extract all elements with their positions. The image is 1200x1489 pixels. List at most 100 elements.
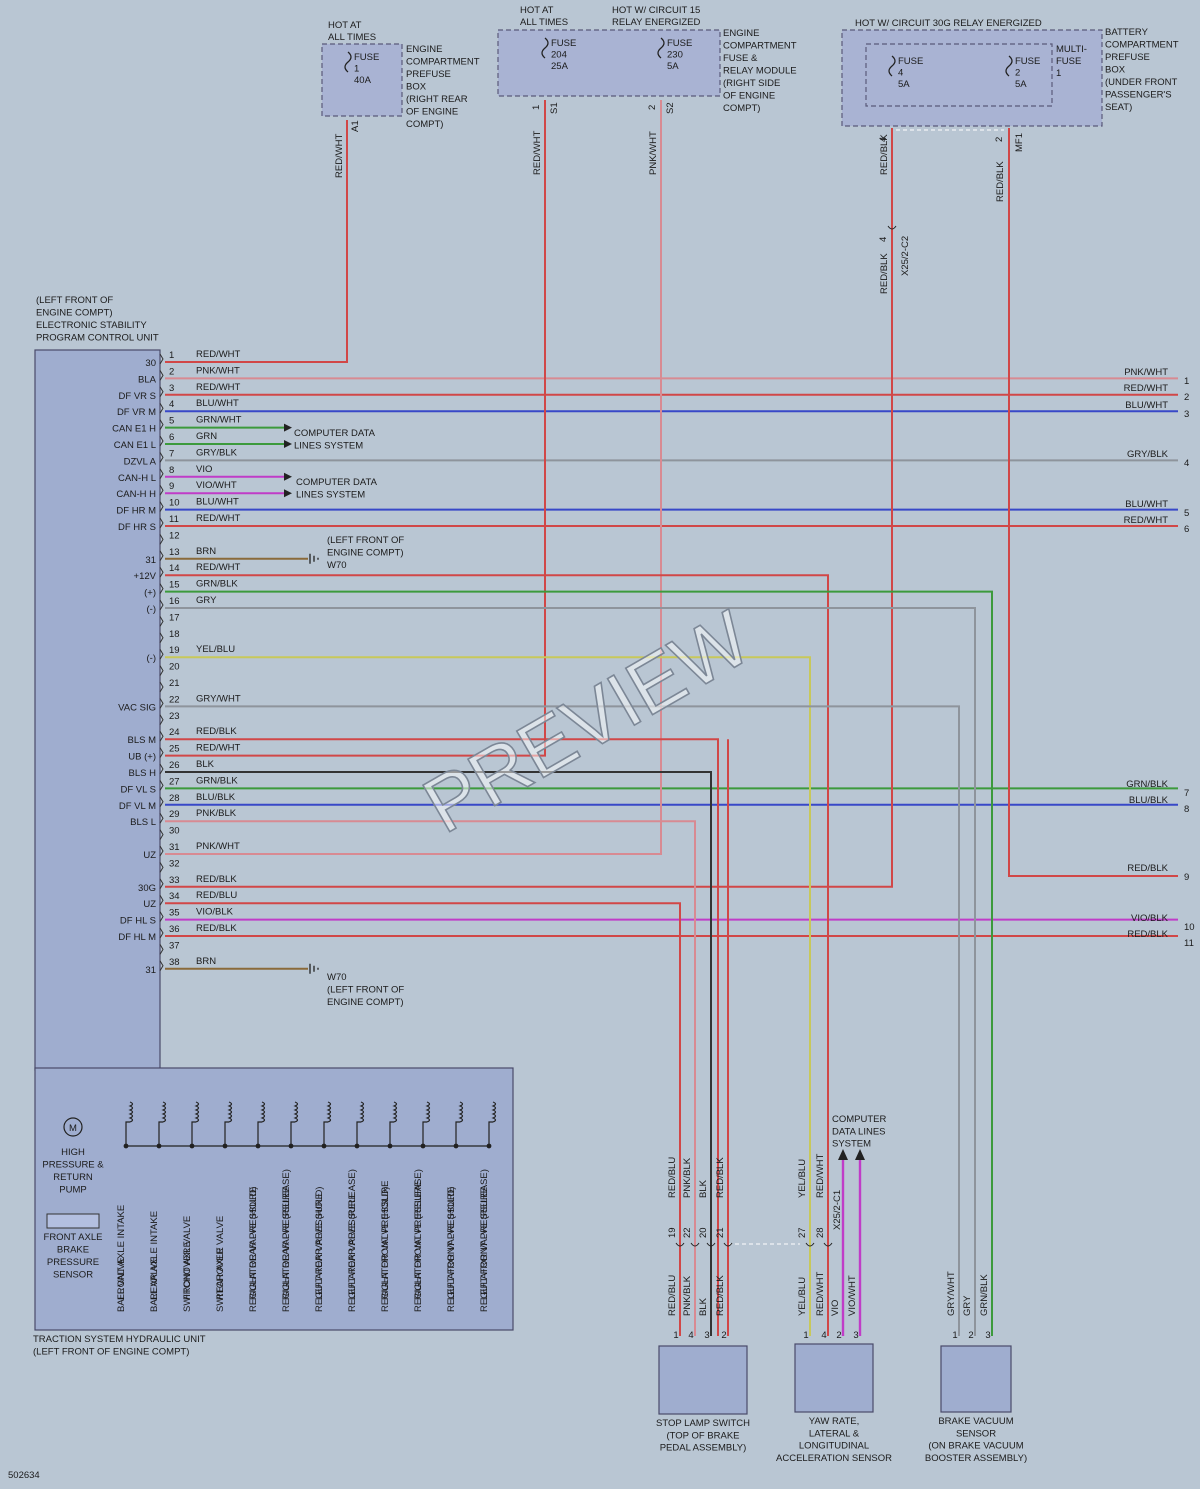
esp-wire-label: RED/BLK — [196, 923, 237, 934]
esp-wire-label: GRN/BLK — [196, 775, 238, 786]
esp-pin-number: 24 — [169, 727, 180, 738]
engine-prefuse-box — [321, 43, 403, 117]
brake-vacuum-sensor-label: (ON BRAKE VACUUM — [928, 1441, 1023, 1452]
esp-wire-label: GRY/WHT — [196, 693, 241, 704]
right-output-number: 1 — [1184, 376, 1189, 387]
esp-wire-label: GRY/BLK — [196, 447, 238, 458]
esp-pin-terminal — [159, 796, 164, 808]
esp-wire-label: RED/WHT — [196, 743, 241, 754]
solenoid-valve-icon — [389, 1101, 398, 1146]
esp-pin-number: 7 — [169, 448, 174, 459]
valve-label: LEFT REAR PRESSURE — [314, 1193, 325, 1300]
yaw-cdl-label: DATA LINES — [832, 1126, 886, 1137]
valve-junction — [453, 1143, 459, 1149]
valve-label: REGULATOR VALVE (HOLD) — [380, 1187, 391, 1312]
valve-label: RIGHT FRONT PRESSURE — [380, 1181, 391, 1300]
esp-pin-number: 38 — [169, 957, 180, 968]
valve-junction — [387, 1143, 393, 1149]
engine-prefuse-box-label: ENGINE — [406, 44, 442, 55]
fuse230-pin: 2 — [647, 105, 658, 110]
fuse-230-symbol — [657, 37, 665, 59]
esp-pin-label: (-) — [147, 604, 157, 615]
w70-bottom-label: (LEFT FRONT OF — [327, 985, 404, 996]
esp-pin-number: 4 — [169, 399, 174, 410]
esp-pin-label: BLS M — [127, 735, 156, 746]
fuse-1-label: 40A — [354, 75, 372, 86]
relay-module-label: (RIGHT SIDE — [723, 78, 780, 89]
pump-label: PUMP — [59, 1185, 86, 1196]
w70-top-label: (LEFT FRONT OF — [327, 535, 404, 546]
w70-bottom-label: W70 — [327, 972, 347, 983]
yaw-rate-sensor-wire-label: RED/WHT — [815, 1271, 826, 1316]
fuse-204-label: FUSE — [551, 38, 576, 49]
esp-pin-label: BLS H — [129, 768, 157, 779]
esp-pin-label: UB (+) — [128, 752, 156, 763]
stop-lamp-switch-label: (TOP OF BRAKE — [666, 1430, 739, 1441]
can-arrow — [284, 489, 292, 498]
esp-pin-number: 13 — [169, 547, 180, 558]
esp-pin-number: 29 — [169, 809, 180, 820]
stop-lamp-switch-wire-label: PNK/BLK — [682, 1275, 693, 1316]
esp-wire-label: RED/BLK — [196, 874, 237, 885]
valve-label: REGULATOR VALVE (HOLD) — [248, 1187, 259, 1312]
solenoid-valve-icon — [158, 1101, 167, 1146]
multifuse-label: 1 — [1056, 68, 1061, 79]
yaw-rate-sensor — [794, 1343, 874, 1413]
fuse-230-label: FUSE — [667, 38, 692, 49]
fuse-1-label: 1 — [354, 64, 359, 75]
yaw-rate-sensor-label: LONGITUDINAL — [799, 1441, 869, 1452]
esp-title: PROGRAM CONTROL UNIT — [36, 333, 159, 344]
stop-lamp-switch-connector — [690, 1242, 700, 1247]
x25-2-c2-label: X25/2-C2 — [900, 236, 911, 276]
solenoid-valve-icon — [191, 1101, 200, 1146]
valve-label: BALL VALVE — [149, 1257, 160, 1312]
valve-label: LEFT REAR PRESSURE — [347, 1193, 358, 1300]
right-output-number: 7 — [1184, 788, 1189, 799]
esp-pin-label: DF HL M — [118, 932, 156, 943]
esp-pin-number: 2 — [169, 366, 174, 377]
yaw-cdl-label: SYSTEM — [832, 1139, 871, 1150]
right-wire-label: RED/BLK — [1127, 863, 1168, 874]
fuse-1-symbol — [344, 51, 352, 73]
esp-pin-label: CAN-H H — [116, 489, 156, 500]
stop-lamp-switch-wire-label: RED/BLK — [715, 1157, 726, 1198]
fuse230-header: HOT W/ CIRCUIT 15 — [612, 5, 700, 16]
stop-lamp-switch-connector — [706, 1242, 716, 1247]
wire-pin22-down — [165, 705, 960, 1336]
fuse230-wire-label: PNK/WHT — [648, 131, 659, 175]
esp-pin-terminal — [159, 927, 164, 939]
solenoid-valve-icon — [224, 1101, 233, 1146]
esp-wire-label: YEL/BLU — [196, 644, 235, 655]
wire-pin15-down — [165, 590, 993, 1336]
valve-label: REGULATOR VALVE (RELEASE) — [347, 1169, 358, 1312]
yaw-rate-sensor-wire-label: VIO/WHT — [847, 1275, 858, 1316]
esp-pin-terminal — [159, 501, 164, 512]
fuse1-header: HOT AT — [328, 20, 362, 31]
stop-lamp-switch-label: PEDAL ASSEMBLY) — [660, 1443, 747, 1454]
right-output-number: 8 — [1184, 804, 1189, 815]
esp-pin-number: 33 — [169, 875, 180, 886]
esp-pin-label: BLS L — [130, 817, 156, 828]
valve-junction — [255, 1143, 261, 1149]
right-output-number: 9 — [1184, 872, 1189, 883]
stop-lamp-switch-pin: 2 — [721, 1330, 726, 1341]
esp-pin-number: 35 — [169, 908, 180, 919]
yaw-rate-sensor-wire-label: YEL/BLU — [797, 1159, 808, 1198]
fuse4-conn-wire-label: RED/BLK — [879, 253, 890, 294]
esp-pin-terminal — [159, 550, 164, 562]
stop-lamp-switch-conn-pin: 22 — [682, 1227, 693, 1238]
wire-pin24-down — [165, 738, 719, 1336]
right-wire-label: GRN/BLK — [1126, 779, 1168, 790]
esp-pin-label: 31 — [145, 965, 156, 976]
solenoid-valve-icon — [257, 1101, 266, 1146]
stop-lamp-switch-conn-pin: 19 — [667, 1227, 678, 1238]
brake-vacuum-sensor-wire-label: GRY/WHT — [946, 1271, 957, 1316]
x25-2-c1-label: X25/2-C1 — [832, 1190, 843, 1230]
fuse230-header: RELAY ENERGIZED — [612, 17, 700, 28]
valve-label: RIGHT REAR PRESSURE — [248, 1187, 259, 1300]
esp-wire-label: RED/WHT — [196, 562, 241, 573]
fuse-1-label: FUSE — [354, 52, 379, 63]
stop-lamp-switch-connector — [723, 1242, 733, 1247]
sensor-label: FRONT AXLE — [44, 1232, 103, 1243]
esp-pin-label: DF VR S — [119, 391, 156, 402]
